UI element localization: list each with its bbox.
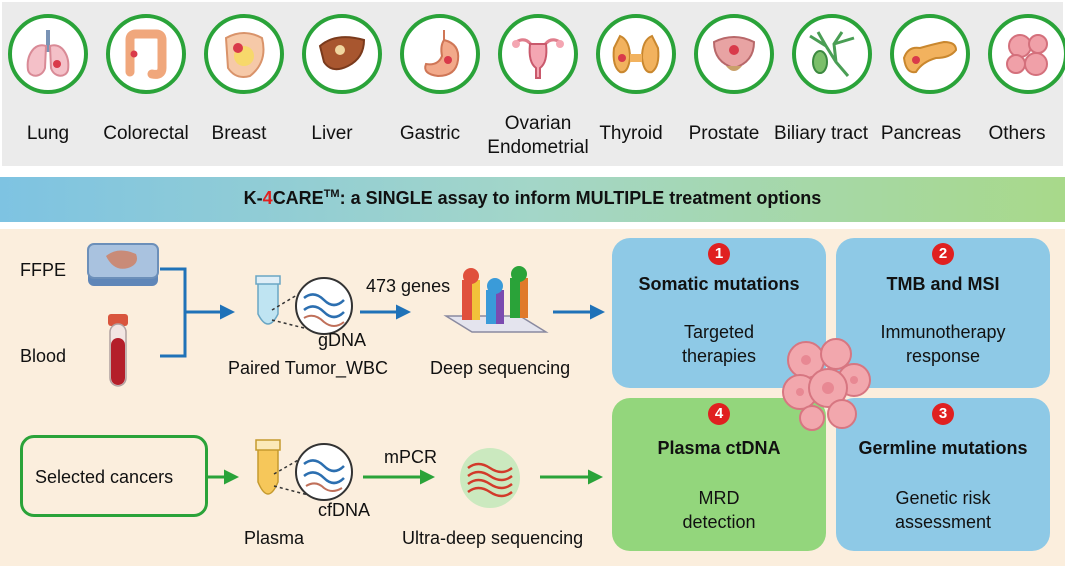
output-badge-2: 2	[932, 243, 954, 265]
gene-array-icon	[443, 266, 549, 333]
output-title-tmb-msi: TMB and MSI	[886, 274, 1000, 294]
paired-tumor-wbc-label: Paired Tumor_WBC	[228, 358, 389, 378]
output-line1-germline: Genetic risk	[895, 488, 991, 508]
output-line2-tmb-msi: response	[905, 346, 981, 366]
gene-count-label: 473 genes	[366, 276, 451, 296]
output-badge-4: 4	[708, 403, 730, 425]
workflow-arrows	[160, 267, 605, 485]
output-line1-tmb-msi: Immunotherapy	[880, 322, 1006, 342]
output-line2-plasma: detection	[682, 512, 756, 532]
output-title-germline: Germline mutations	[858, 438, 1028, 458]
cancer-label-colorectal: Colorectal	[103, 123, 189, 144]
cancer-label-ovarian: Ovarian	[504, 113, 572, 134]
liver-icon	[302, 14, 382, 94]
tumor-cluster-icon	[782, 338, 871, 431]
cancer-types-panel: Lung Colorectal Breast Liver Gastric Ova…	[2, 2, 1065, 166]
sample-ffpe-label: FFPE	[20, 260, 67, 280]
cancer-label-others: Others	[988, 123, 1046, 144]
output-line2-somatic: therapies	[681, 346, 757, 366]
plasma-label: Plasma	[244, 528, 305, 548]
output-badge-1: 1	[708, 243, 730, 265]
cancer-label-thyroid: Thyroid	[599, 123, 663, 144]
cancer-label-breast: Breast	[211, 123, 267, 144]
dna-amplification-icon	[460, 448, 520, 508]
deep-sequencing-label: Deep sequencing	[430, 358, 571, 378]
biliary-tract-icon	[792, 14, 872, 94]
selected-cancers-box	[20, 435, 208, 517]
ffpe-slide-icon	[87, 243, 159, 286]
output-title-somatic: Somatic mutations	[638, 274, 800, 294]
uterus-icon	[498, 14, 578, 94]
thyroid-icon	[596, 14, 676, 94]
cfdna-tube-icon	[255, 439, 353, 501]
output-line1-plasma: MRD	[698, 488, 740, 508]
output-box-germline: 3 Germline mutations Genetic risk assess…	[836, 398, 1050, 551]
stomach-icon	[400, 14, 480, 94]
cancer-label-pancreas: Pancreas	[880, 123, 962, 144]
cancer-label-endometrial: Endometrial	[487, 137, 589, 158]
cancer-label-lung: Lung	[26, 123, 70, 144]
output-line1-somatic: Targeted	[683, 322, 755, 342]
tumor-cells-icon	[988, 14, 1065, 94]
mpcr-label: mPCR	[384, 447, 437, 467]
blood-tube-icon	[108, 314, 128, 387]
sample-blood-label: Blood	[20, 346, 67, 366]
banner-title: K-4CARETM: a SINGLE assay to inform MULT…	[243, 188, 822, 208]
lungs-icon	[8, 14, 88, 94]
cancer-label-biliary-tract: Biliary tract	[774, 123, 868, 144]
cancer-label-liver: Liver	[311, 123, 353, 144]
colon-icon	[106, 14, 186, 94]
pancreas-icon	[890, 14, 970, 94]
cancer-label-gastric: Gastric	[399, 123, 461, 144]
ultra-deep-sequencing-label: Ultra-deep sequencing	[402, 528, 584, 548]
selected-cancers-label: Selected cancers	[35, 467, 174, 487]
output-line2-germline: assessment	[894, 512, 992, 532]
breast-icon	[204, 14, 284, 94]
cancer-label-prostate: Prostate	[688, 123, 760, 144]
output-title-plasma: Plasma ctDNA	[657, 438, 781, 458]
output-badge-3: 3	[932, 403, 954, 425]
prostate-icon	[694, 14, 774, 94]
assay-banner: K-4CARETM: a SINGLE assay to inform MULT…	[0, 177, 1065, 222]
output-box-tmb-msi: 2 TMB and MSI Immunotherapy response	[836, 238, 1050, 388]
gdna-tube-icon	[255, 275, 353, 335]
gdna-label: gDNA	[318, 330, 367, 350]
cfdna-label: cfDNA	[318, 500, 371, 520]
output-box-plasma: 4 Plasma ctDNA MRD detection	[612, 398, 826, 551]
